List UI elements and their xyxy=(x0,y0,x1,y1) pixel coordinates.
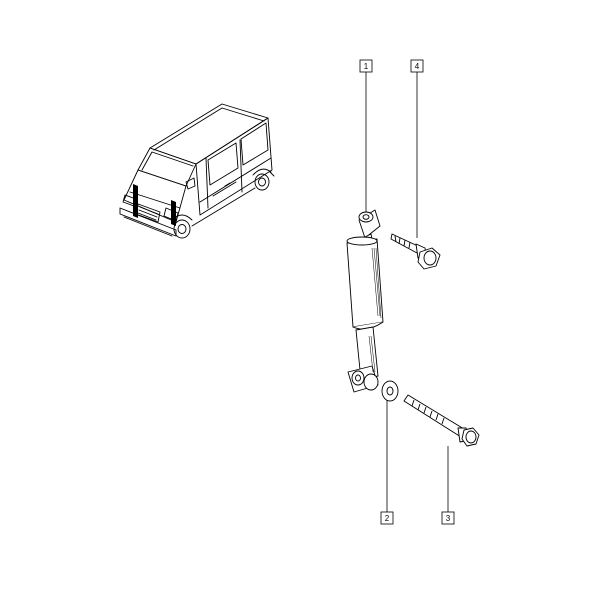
leader-lines xyxy=(365,72,449,512)
shock-body-texture xyxy=(368,247,382,373)
callout-3-label: 3 xyxy=(446,514,451,523)
shock-location-markers xyxy=(133,184,176,226)
callout-1: 1 xyxy=(359,59,373,73)
callout-1-label: 1 xyxy=(364,62,369,71)
callout-3: 3 xyxy=(441,511,455,525)
callout-4-label: 4 xyxy=(415,62,420,71)
callout-4: 4 xyxy=(410,59,424,73)
washer xyxy=(381,380,399,402)
lower-bolt xyxy=(403,394,480,447)
callout-2-label: 2 xyxy=(385,514,390,523)
upper-bolt xyxy=(390,233,441,270)
callout-2: 2 xyxy=(380,511,394,525)
